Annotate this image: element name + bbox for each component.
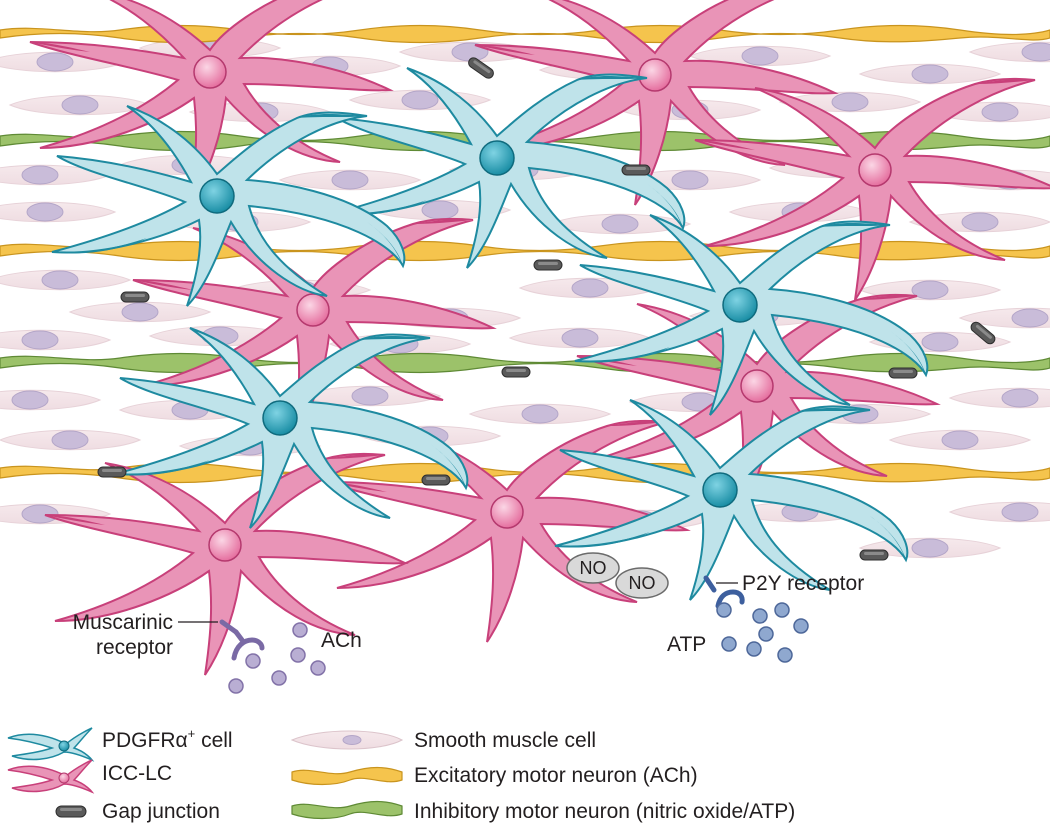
muscarinic-receptor-icon — [219, 619, 265, 661]
p2y-label: P2Y receptor — [742, 572, 864, 595]
legend-gap-label: Gap junction — [102, 800, 220, 823]
no-label: NO — [629, 573, 656, 593]
ach-molecules — [228, 622, 326, 694]
legend-smooth-label: Smooth muscle cell — [414, 729, 596, 752]
ach-label: ACh — [321, 629, 362, 652]
legend-pdgfr-label: PDGFRα+ cell — [102, 726, 233, 752]
legend-excitatory-label: Excitatory motor neuron (ACh) — [414, 764, 698, 787]
legend-icc-label: ICC-LC — [102, 762, 172, 785]
legend-excitatory-icon — [291, 766, 403, 786]
legend-icc-icon — [7, 759, 95, 794]
receptor-label: receptor — [96, 636, 173, 659]
legend-inhibitory-icon — [291, 800, 403, 820]
p2y-receptor-icon — [703, 575, 745, 609]
atp-molecules — [716, 602, 809, 663]
muscarinic-label: Muscarinic — [73, 611, 173, 634]
legend-pdgfr-icon — [7, 727, 95, 762]
atp-label: ATP — [667, 633, 706, 656]
legend: PDGFRα+ cell ICC-LC Gap junction Smooth … — [7, 726, 795, 823]
no-molecules: NO NO — [566, 552, 669, 599]
legend-inhibitory-label: Inhibitory motor neuron (nitric oxide/AT… — [414, 800, 795, 823]
legend-smooth-icon — [290, 730, 404, 750]
no-label: NO — [580, 558, 607, 578]
legend-gap-icon — [55, 805, 87, 818]
